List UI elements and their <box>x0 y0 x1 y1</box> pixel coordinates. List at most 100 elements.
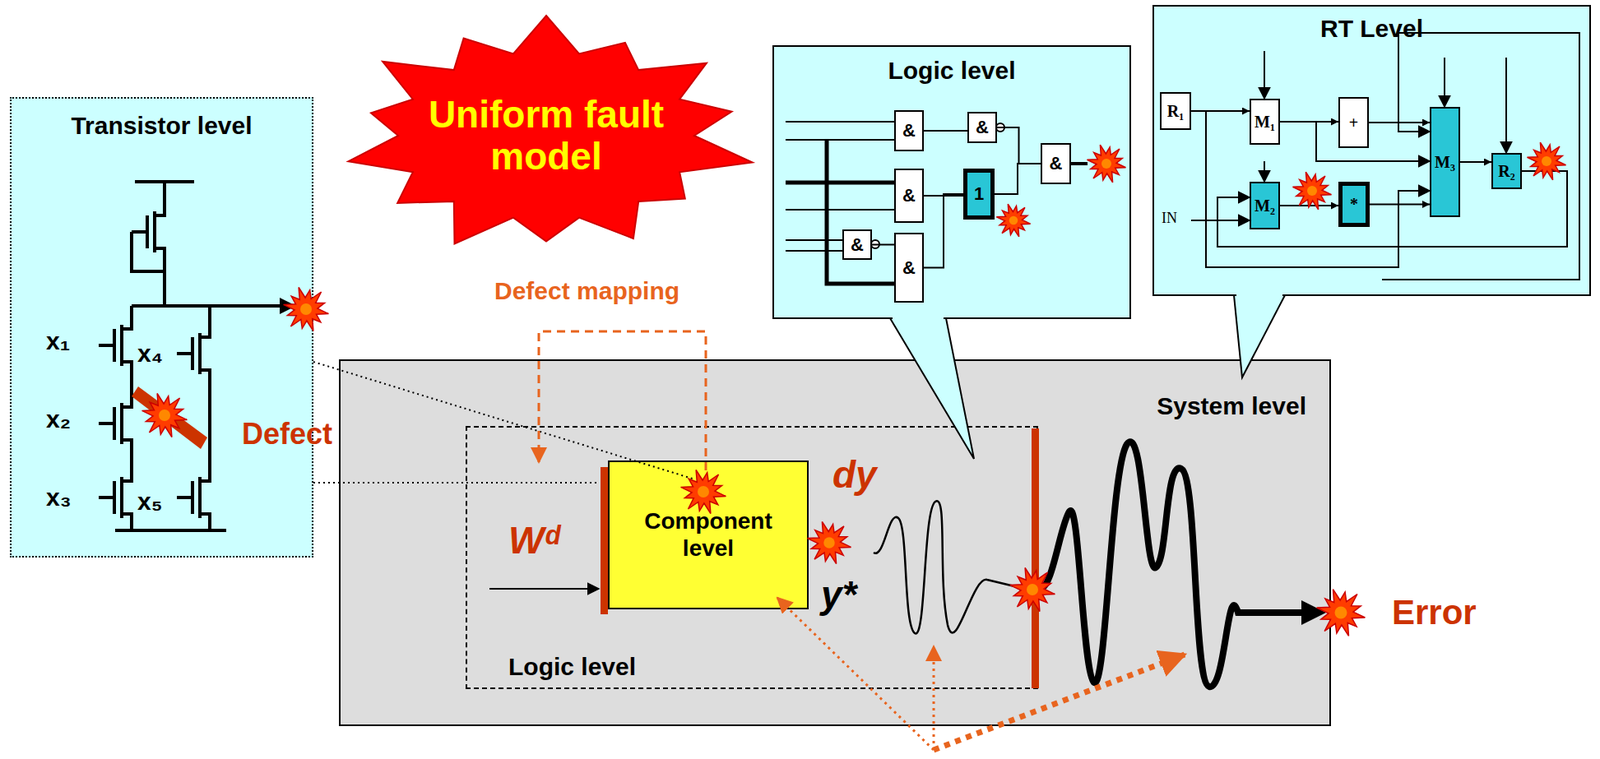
system-panel: System levelLogic level Component level <box>338 359 1332 727</box>
logic-gate: & <box>842 229 872 260</box>
node-text: Uniform fault model <box>422 93 670 177</box>
fault-star-core <box>158 409 171 422</box>
rt-block: M₃ <box>1429 106 1461 218</box>
mos-transistor <box>154 205 165 216</box>
wire <box>923 194 964 197</box>
node-text: RT Level <box>1320 14 1424 43</box>
mos-transistor <box>153 211 157 253</box>
wire <box>129 524 134 531</box>
wire <box>994 163 1041 195</box>
wire <box>785 208 895 211</box>
inversion-bubble <box>996 123 1005 132</box>
fault-star <box>142 394 188 438</box>
mos-transistor <box>121 471 132 482</box>
bus-wire <box>826 139 895 284</box>
mos-transistor <box>176 496 193 500</box>
callout-tail-joint <box>892 316 944 320</box>
node-text: M₁ <box>1254 112 1276 132</box>
callout-tail <box>890 318 974 460</box>
ground-rail <box>115 528 227 533</box>
fault-star-core <box>1335 607 1348 620</box>
fault-star <box>996 204 1030 237</box>
mos-transistor <box>190 481 195 515</box>
mos-transistor <box>112 407 116 441</box>
defect-short <box>131 386 208 450</box>
rt-wires <box>1191 32 1580 280</box>
rt-block: M₁ <box>1249 98 1280 145</box>
fault-star-core <box>1026 584 1039 596</box>
node-text: M₂ <box>1254 196 1276 216</box>
mos-transistor <box>190 337 195 371</box>
logic-wires <box>785 121 1088 284</box>
propagation-arrow <box>932 646 936 751</box>
fault-star <box>1527 142 1567 181</box>
node-text: * <box>1349 194 1359 214</box>
wire <box>1369 204 1430 206</box>
mos-transistor <box>176 352 193 356</box>
wire <box>871 244 895 246</box>
logic-gate: & <box>1040 143 1072 185</box>
mos-transistor <box>199 370 210 381</box>
propagation-arrow <box>933 654 1185 751</box>
mos-transistor <box>98 496 115 500</box>
logic-gate: & <box>894 168 924 223</box>
fault-star-core <box>1009 216 1019 226</box>
node-text: & <box>1049 153 1063 175</box>
wire <box>129 306 134 320</box>
mos-transistor <box>120 477 124 519</box>
fault-stars <box>142 142 1567 636</box>
node-text: Logic level <box>508 653 636 682</box>
wire <box>1280 204 1339 207</box>
rt-block: R₁ <box>1159 92 1192 130</box>
propagation-arrow <box>777 598 934 751</box>
error-wave <box>1038 441 1304 687</box>
input-wire <box>1191 219 1250 222</box>
data-wire <box>1205 111 1430 268</box>
mos-transistor <box>121 440 132 450</box>
error-label: Error <box>1391 593 1477 632</box>
control-wire <box>1443 57 1446 107</box>
signal-name: x₁ <box>46 327 70 355</box>
wire <box>997 127 1041 164</box>
rt-block: M₂ <box>1249 181 1280 230</box>
control-wire <box>1263 51 1266 99</box>
mos-transistor <box>121 319 132 330</box>
signal-name: IN <box>1161 210 1178 228</box>
node-text: System level <box>1156 392 1307 421</box>
callout-tail-joint <box>1236 293 1283 297</box>
leader-line <box>313 361 696 480</box>
signal-name: x₅ <box>137 487 163 515</box>
fault-star <box>1317 589 1366 637</box>
mos-transistor <box>198 477 202 519</box>
data-wire <box>1316 121 1430 162</box>
wire <box>785 250 843 252</box>
node-text: M₃ <box>1434 153 1456 172</box>
node-text: Component level <box>621 508 795 562</box>
wire <box>162 258 167 307</box>
rt-block: + <box>1338 97 1369 149</box>
mos-transistor <box>199 514 210 525</box>
wire <box>1191 110 1250 112</box>
mos-transistor <box>199 327 210 338</box>
arrow-head <box>279 297 297 315</box>
mos-transistor <box>121 397 132 408</box>
mos-transistor <box>112 329 116 362</box>
rt-block: R₂ <box>1491 153 1522 190</box>
output-bar <box>1031 428 1039 689</box>
arrow-head <box>1301 600 1327 626</box>
wire <box>785 120 895 123</box>
control-wire <box>1505 57 1508 154</box>
wire <box>1280 120 1339 123</box>
mos-transistor <box>98 343 115 348</box>
mos-transistor <box>154 248 165 259</box>
node-text: & <box>850 234 864 256</box>
starburst-outline <box>348 15 753 245</box>
fault-star <box>807 521 852 564</box>
wire <box>923 129 968 132</box>
logic-gate: 1 <box>963 168 995 220</box>
wire <box>129 449 134 472</box>
output-wire <box>131 304 280 308</box>
mos-transistor <box>199 471 210 482</box>
wire <box>162 181 167 206</box>
fault-star-core <box>1541 156 1552 167</box>
